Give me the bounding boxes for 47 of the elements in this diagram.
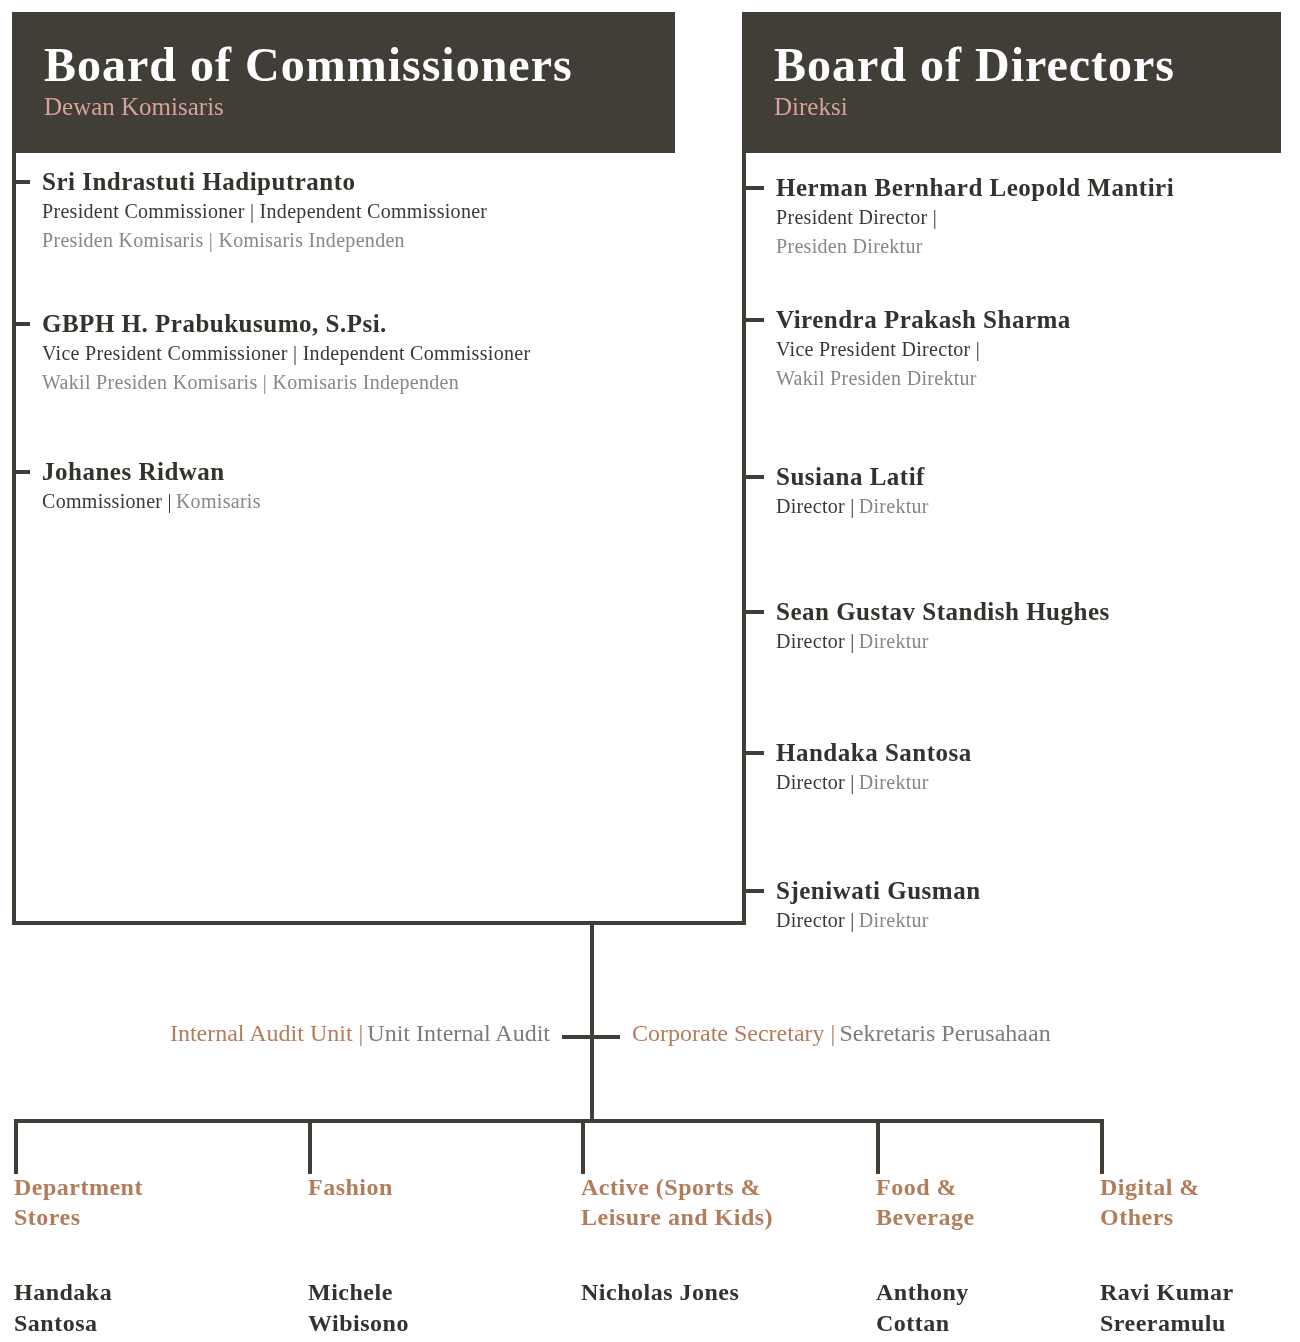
role-text: Director | bbox=[776, 908, 855, 934]
unit-name: Corporate Secretary | bbox=[632, 1019, 836, 1048]
member-name: Virendra Prakash Sharma bbox=[776, 305, 1071, 335]
member-name: Sean Gustav Standish Hughes bbox=[776, 597, 1110, 627]
role-translation: Direktur bbox=[858, 770, 929, 795]
role-text: Director | bbox=[776, 629, 855, 655]
member-name: Johanes Ridwan bbox=[42, 457, 225, 487]
role-text: Vice President Commissioner | Independent Commissioner bbox=[42, 341, 531, 367]
member-name: Handaka Santosa bbox=[776, 738, 972, 768]
role-translation: Wakil Presiden Direktur bbox=[776, 366, 977, 391]
role-text: Vice President Director | bbox=[776, 337, 981, 363]
board-subtitle: Direksi bbox=[774, 92, 848, 122]
role-translation: Presiden Komisaris | Komisaris Independen bbox=[42, 228, 405, 254]
division-head: Ravi Kumar Sreeramulu bbox=[1100, 1278, 1235, 1338]
division-name: Active (Sports & Leisure and Kids) bbox=[581, 1173, 775, 1232]
member-name: Sri Indrastuti Hadiputranto bbox=[42, 167, 356, 197]
role-text: President Commissioner | Independent Commissioner bbox=[42, 199, 488, 225]
division-head: Anthony Cottan bbox=[876, 1278, 970, 1338]
division-name: Department Stores bbox=[14, 1173, 144, 1232]
role-text: Commissioner | bbox=[42, 489, 172, 515]
role-translation: Presiden Direktur bbox=[776, 234, 923, 259]
role-translation: Direktur bbox=[858, 629, 929, 654]
division-name: Fashion bbox=[308, 1173, 393, 1202]
role-translation: Komisaris bbox=[175, 489, 261, 514]
member-name: Herman Bernhard Leopold Mantiri bbox=[776, 173, 1175, 203]
division-head: Handaka Santosa bbox=[14, 1278, 114, 1338]
role-text: President Director | bbox=[776, 205, 938, 231]
connector-line bbox=[590, 923, 1104, 1174]
unit-translation: Unit Internal Audit bbox=[367, 1019, 550, 1048]
member-name: Sjeniwati Gusman bbox=[776, 876, 981, 906]
board-panel bbox=[12, 12, 742, 925]
division-name: Food & Beverage bbox=[876, 1173, 976, 1232]
role-translation: Wakil Presiden Komisaris | Komisaris Independen bbox=[42, 370, 459, 396]
unit-translation: Sekretaris Perusahaan bbox=[839, 1019, 1051, 1048]
board-title: Board of Directors bbox=[774, 38, 1175, 92]
board-title: Board of Commissioners bbox=[44, 38, 573, 92]
division-name: Digital & Others bbox=[1100, 1173, 1201, 1232]
role-text: Director | bbox=[776, 770, 855, 796]
role-translation: Direktur bbox=[858, 494, 929, 519]
division-head: Nicholas Jones bbox=[581, 1278, 740, 1307]
unit-name: Internal Audit Unit | bbox=[169, 1019, 364, 1048]
division-head: Michele Wibisono bbox=[308, 1278, 410, 1338]
board-subtitle: Dewan Komisaris bbox=[44, 92, 224, 122]
role-text: Director | bbox=[776, 494, 855, 520]
member-name: Susiana Latif bbox=[776, 462, 925, 492]
role-translation: Direktur bbox=[858, 908, 929, 933]
member-name: GBPH H. Prabukusumo, S.Psi. bbox=[42, 309, 387, 339]
